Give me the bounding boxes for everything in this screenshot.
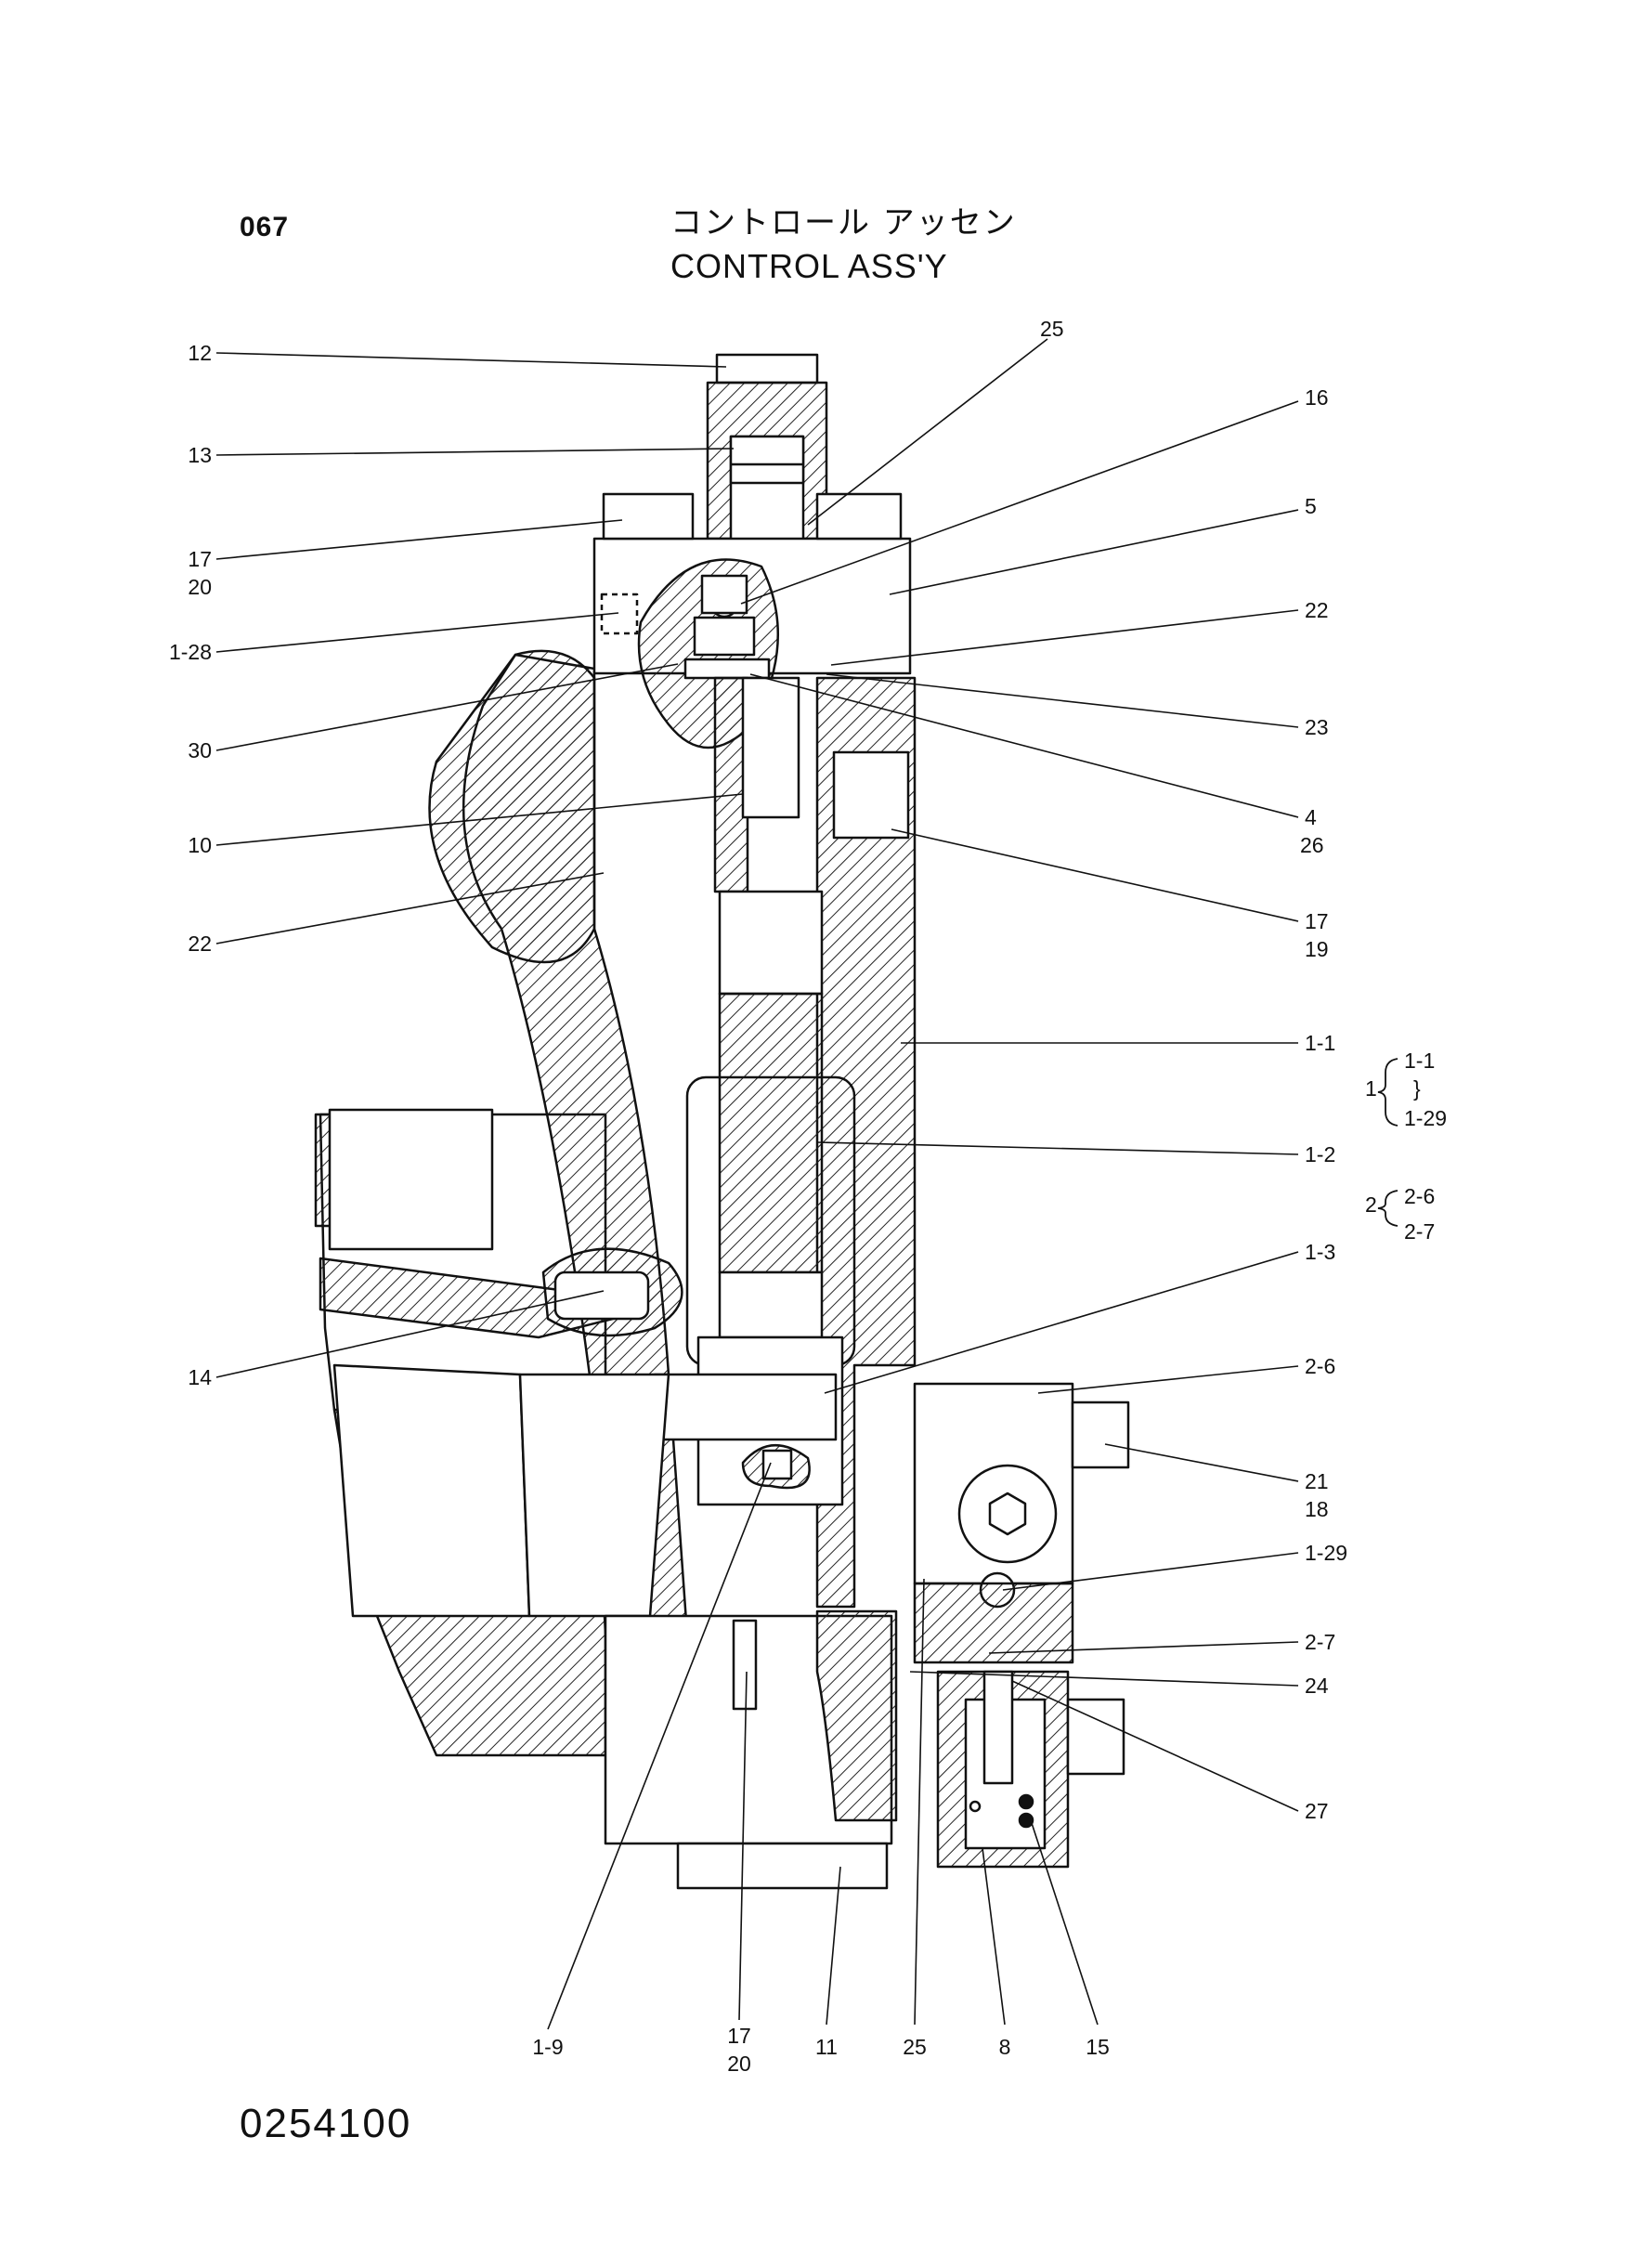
callout-1-28: 1-28 [169,640,212,664]
callout-25-bottom: 25 [903,2035,927,2059]
callout-25-top: 25 [1040,317,1064,341]
callout-15: 15 [1086,2035,1110,2059]
group-2-top: 2-6 [1404,1184,1435,1208]
callout-14: 14 [188,1365,212,1389]
cross-pin [653,1373,838,1441]
callout-16: 16 [1305,385,1329,410]
left-plug-17 [602,492,695,541]
callout-2-7: 2-7 [1305,1630,1335,1654]
group-legend-1: 1 1-1 } 1-29 [1365,1049,1447,1130]
right-plug-17 [815,492,903,541]
callouts-left: 12 13 17 20 1-28 30 10 22 14 [169,341,212,1389]
bottom-body-hatch [815,1609,898,1822]
spool-stem [718,890,824,996]
group-2-bottom: 2-7 [1404,1219,1435,1244]
callout-12: 12 [188,341,212,365]
group-1-top: 1-1 [1404,1049,1435,1073]
group-1-middle: } [1413,1076,1421,1101]
callout-1-2: 1-2 [1305,1142,1335,1166]
plunger [982,1670,1014,1785]
right-plug-17-19 [832,750,910,840]
right-valve-hatch [913,1582,1074,1664]
callout-27: 27 [1305,1799,1329,1823]
callout-5: 5 [1305,494,1317,518]
callout-1-29: 1-29 [1305,1541,1347,1565]
group-1-number: 1 [1365,1076,1377,1101]
callout-11: 11 [815,2035,838,2059]
callout-1-9: 1-9 [532,2035,563,2059]
title-japanese: コントロール アッセン [670,204,1017,241]
left-link-side [518,1373,670,1618]
group-2-number: 2 [1365,1192,1377,1217]
title-english: CONTROL ASS'Y [670,247,948,285]
callout-20: 20 [188,575,212,599]
dashed-port [600,593,639,635]
callout-2-6: 2-6 [1305,1354,1335,1378]
spool-rack [718,992,824,1274]
callout-24: 24 [1305,1674,1329,1698]
callout-17: 17 [188,547,212,571]
drawing-number: 0254100 [240,2101,412,2146]
callout-17-right: 17 [1305,909,1329,933]
callout-4: 4 [1305,805,1317,829]
spool-lower [718,1270,824,1339]
callouts-right: 25 16 5 22 23 4 26 17 19 1-1 1-2 1-3 2-6… [1040,317,1347,1823]
right-plug-21 [1071,1401,1130,1469]
callout-23: 23 [1305,715,1329,739]
callout-19: 19 [1305,937,1329,961]
left-outer-shell [428,653,596,964]
page-number: 067 [240,212,290,242]
assembly-drawing [314,353,1130,1890]
callout-10: 10 [188,833,212,857]
top-cap [715,353,819,384]
bottom-plug-11 [676,1842,889,1890]
group-1-brace [1377,1058,1398,1127]
callouts-bottom: 1-9 17 20 11 25 8 15 [532,2024,1109,2076]
callout-26: 26 [1300,833,1324,857]
leader-lines [215,338,1299,2030]
bottom-plug-17 [732,1619,758,1711]
left-link-lower [332,1363,531,1618]
lever-insert [328,1108,494,1251]
group-legend-2: 2 2-6 2-7 [1365,1184,1435,1244]
spool-upper [741,676,800,819]
callout-17-bottom: 17 [727,2024,751,2048]
callout-22-right: 22 [1305,598,1329,622]
callout-13: 13 [188,443,212,467]
right-plug-27 [1066,1698,1125,1776]
callout-1-1: 1-1 [1305,1031,1335,1055]
callout-22-left: 22 [188,932,212,956]
top-plug [729,435,805,485]
group-2-brace [1377,1190,1398,1227]
callout-30: 30 [188,738,212,762]
callout-18: 18 [1305,1497,1329,1521]
callout-1-3: 1-3 [1305,1240,1335,1264]
group-1-bottom: 1-29 [1404,1106,1447,1130]
callout-20-bottom: 20 [727,2052,751,2076]
callout-21: 21 [1305,1469,1329,1493]
callout-8: 8 [999,2035,1011,2059]
